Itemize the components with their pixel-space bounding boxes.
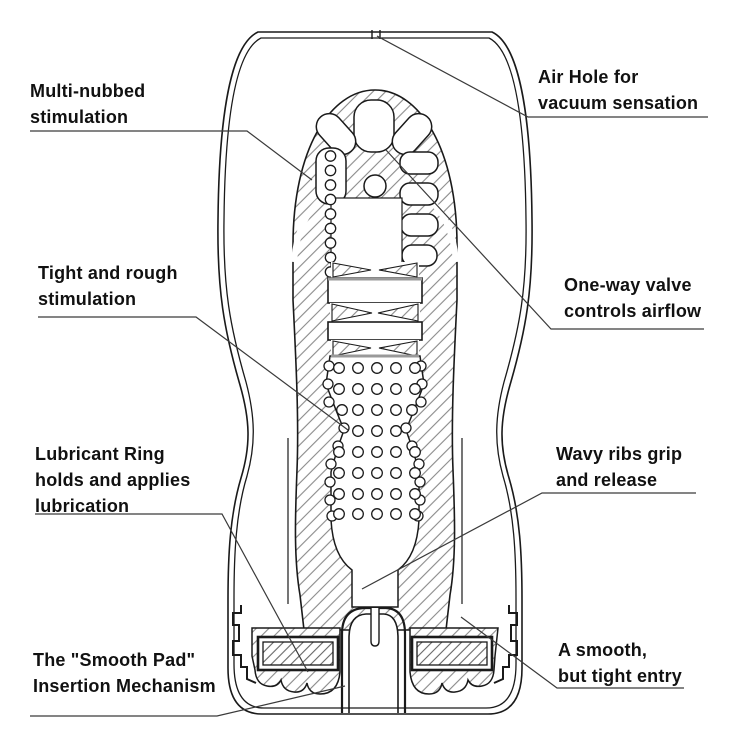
leader-one-way-valve — [385, 149, 704, 330]
tight-rib-bands — [327, 262, 423, 357]
outer-shell — [217, 30, 533, 715]
entry-channel — [340, 606, 407, 713]
leader-smooth-pad — [30, 685, 346, 717]
leader-multi-nubbed — [30, 130, 313, 181]
label-one-way-valve: One-way valve controls airflow — [564, 275, 702, 321]
leader-tight-rough — [38, 316, 349, 431]
leader-tight-entry — [460, 616, 684, 689]
leader-lines — [30, 35, 708, 717]
label-air-hole: Air Hole for vacuum sensation — [538, 67, 699, 113]
wavy-edge-bumps — [322, 360, 428, 522]
lubricant-ring-right — [410, 635, 494, 672]
leader-wavy-ribs — [361, 492, 696, 590]
label-wavy-ribs: Wavy ribs grip and release — [556, 444, 683, 490]
leader-air-hole — [376, 35, 708, 118]
entry-slit — [370, 608, 380, 647]
base-mechanism — [232, 605, 518, 713]
label-tight-entry: A smooth, but tight entry — [558, 640, 682, 686]
multi-nub-edge — [324, 150, 337, 278]
valve-fins — [399, 151, 439, 267]
leader-lubricant-ring — [35, 513, 309, 673]
label-multi-nubbed: Multi-nubbed stimulation — [30, 81, 146, 127]
nub-dots — [333, 362, 421, 520]
label-lubricant-ring: Lubricant Ring holds and applies lubrica… — [35, 444, 191, 516]
case-wall-lines — [287, 438, 463, 604]
label-tight-rough: Tight and rough stimulation — [38, 263, 178, 309]
case-clip-right — [493, 605, 518, 684]
case-clip-left — [232, 605, 257, 684]
label-smooth-pad: The "Smooth Pad" Insertion Mechanism — [33, 650, 216, 696]
